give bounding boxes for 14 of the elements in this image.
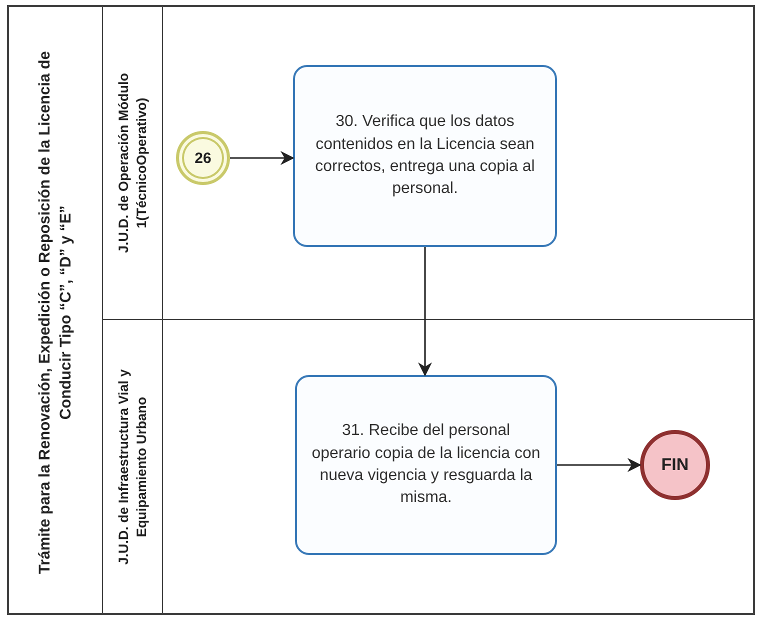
event-label: 26: [194, 150, 212, 166]
pool-container: [7, 5, 755, 615]
lane-title: J.U.D. de Infraestructura Vial y Equipamiento Urbano: [115, 368, 150, 567]
start-event-circle: [176, 131, 230, 185]
task-box: [295, 375, 557, 555]
task-text: 31. Recibe del personal operario copia de la licencia con nueva vigencia y resguarda la misma.: [311, 421, 541, 508]
arrow: [557, 458, 642, 472]
pool-title: Trámite para la Renovación, Expedición o Reposición de la Licencia de Conducir Tipo “C”, “D” y “E”: [35, 50, 75, 576]
task-box: [293, 65, 557, 247]
lane-title: J.U.D. de Operación Módulo 1(TécnicoOperativo): [115, 72, 150, 256]
arrow: [418, 247, 432, 376]
task-text: 30. Verifica que los datos contenidos en la Licencia sean correctos, entrega una copia al personal.: [314, 112, 536, 200]
event-label: FIN: [661, 455, 689, 475]
arrow: [230, 151, 294, 165]
